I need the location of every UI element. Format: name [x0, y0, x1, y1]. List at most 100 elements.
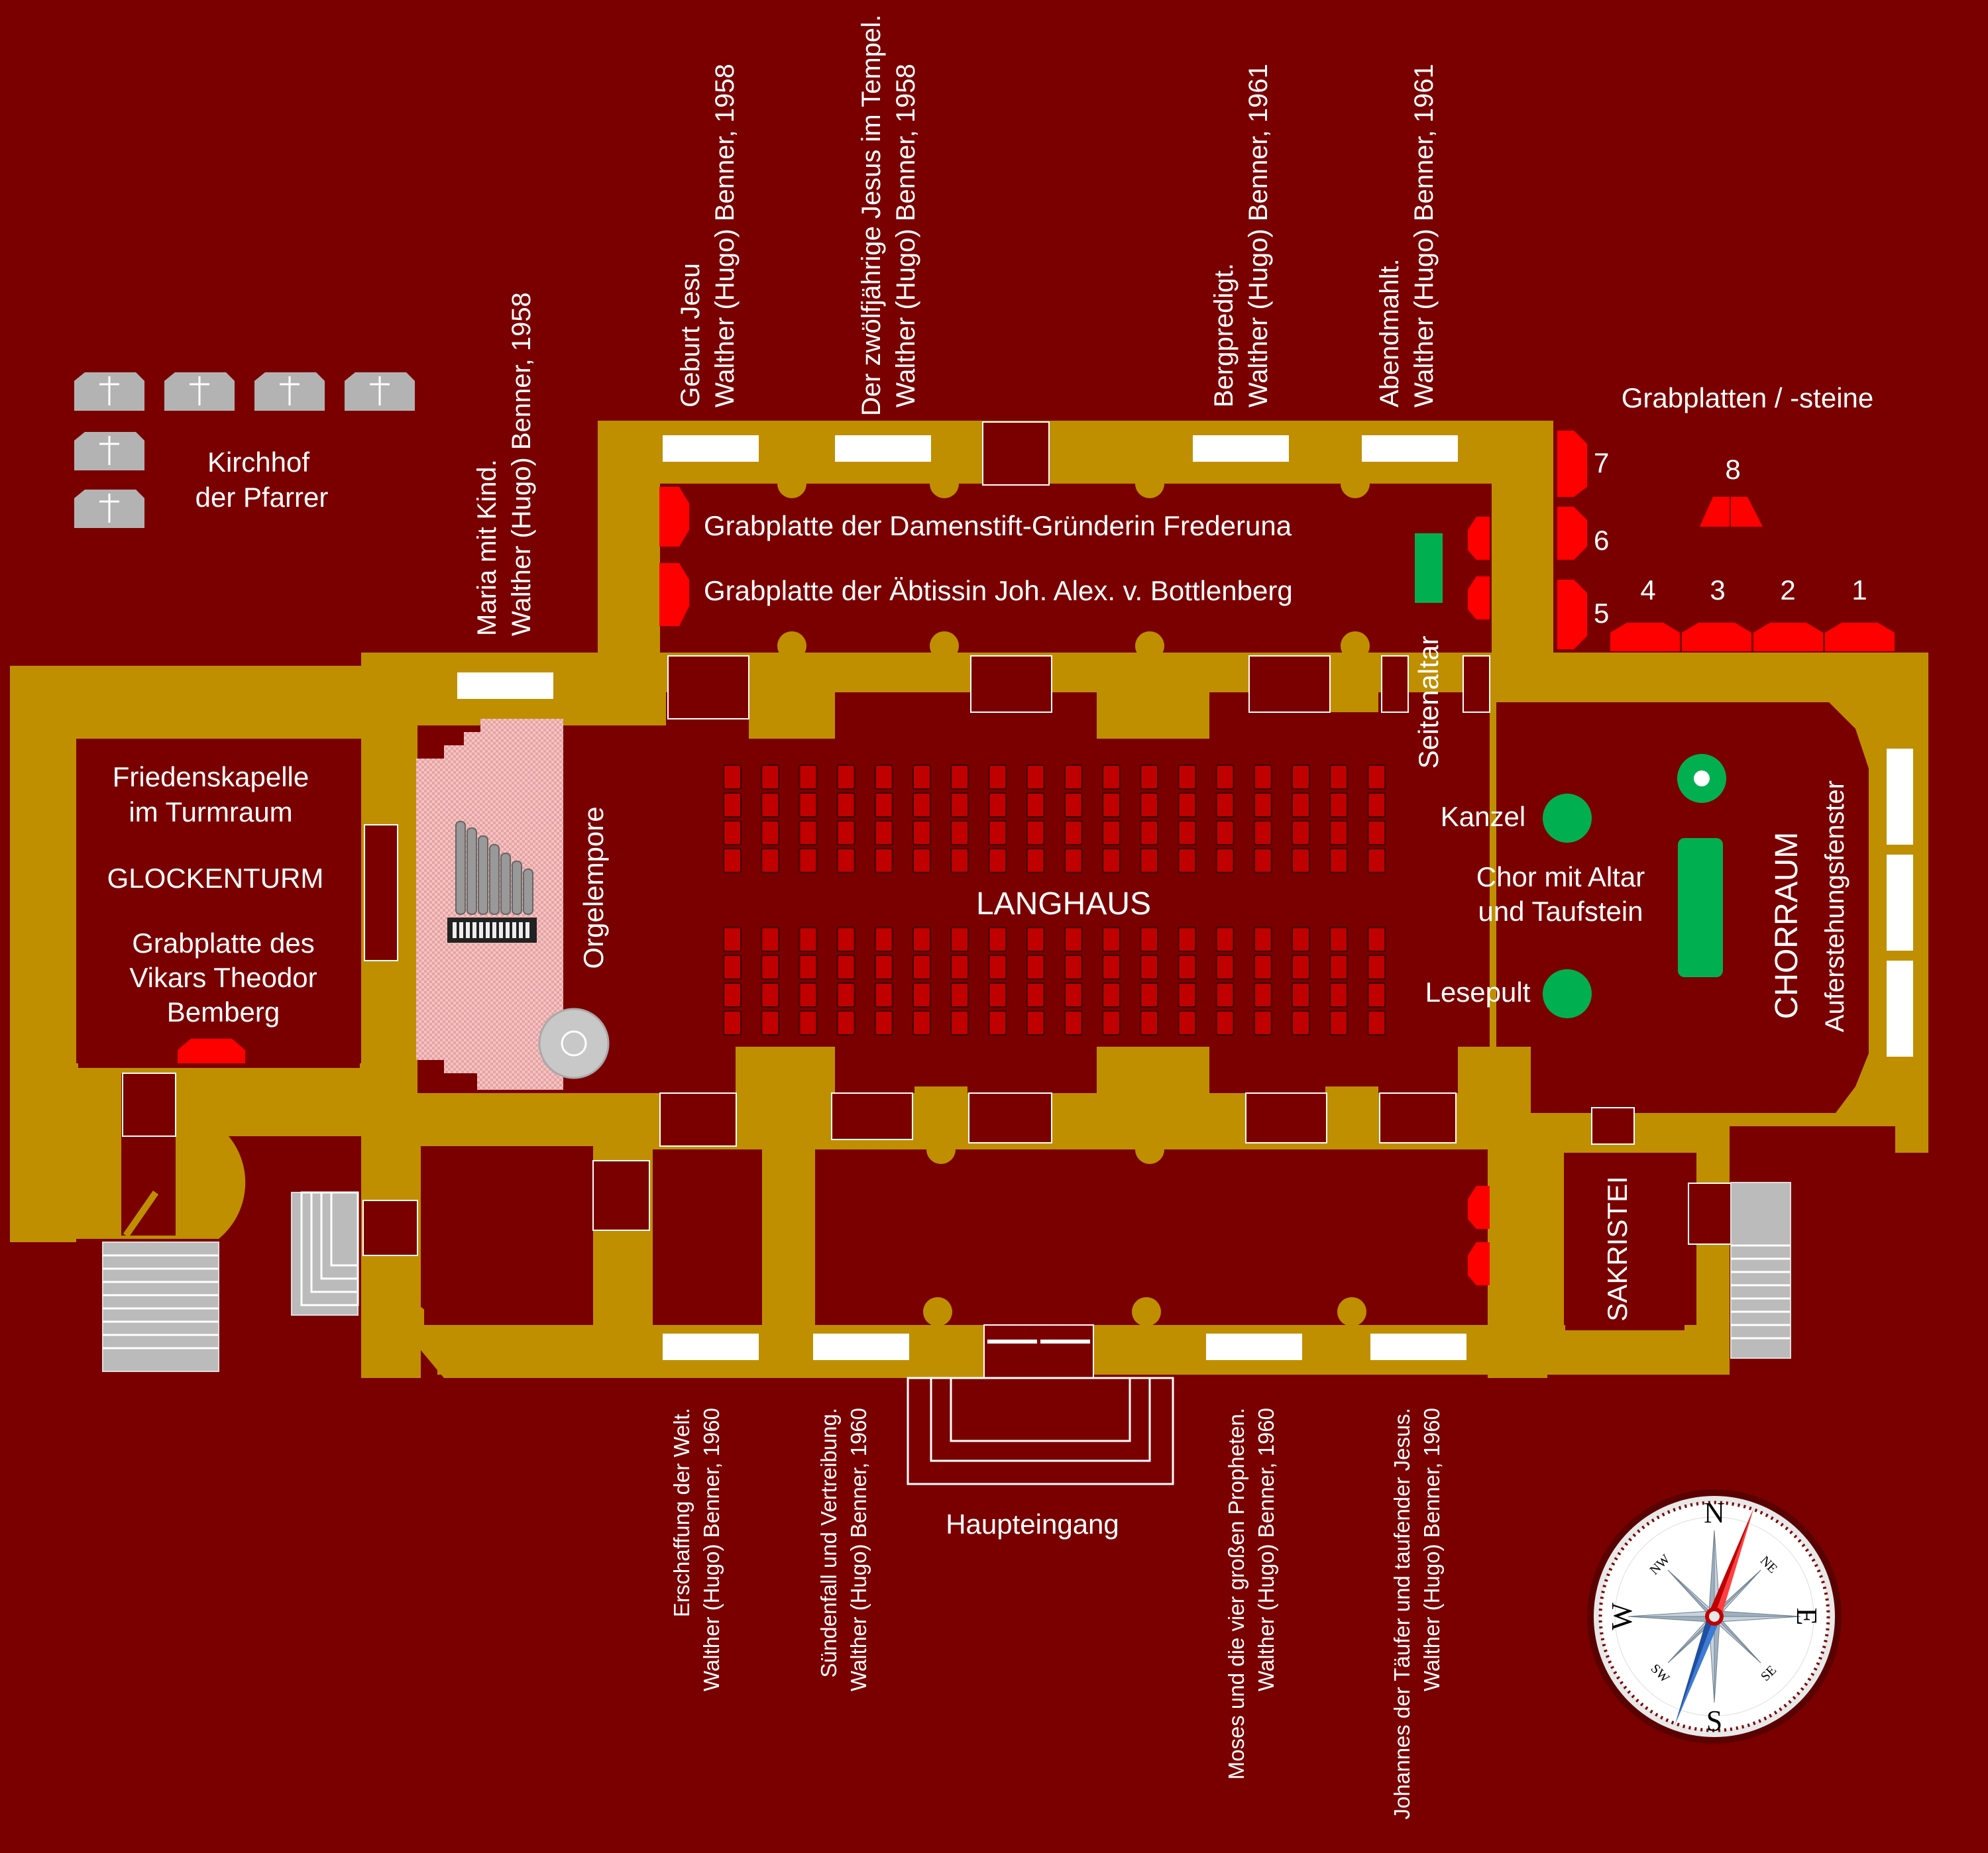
pew-seat	[1367, 1010, 1386, 1035]
pew-seat	[1102, 820, 1121, 845]
pew-seat	[1329, 982, 1349, 1008]
pew-seat	[1026, 792, 1045, 818]
pew-seat	[1215, 820, 1235, 845]
lectern-icon	[1543, 969, 1592, 1018]
pew-seat	[799, 927, 818, 952]
pew-seat	[988, 792, 1007, 818]
pew-seat	[723, 792, 742, 818]
window-caption: Walther (Hugo) Benner, 1960	[846, 1408, 871, 1691]
pew-seat	[1215, 765, 1235, 790]
pew-seat	[912, 792, 931, 818]
organ-icon	[447, 821, 537, 943]
pew-seat	[1215, 927, 1235, 952]
pew-seat	[836, 792, 856, 818]
pew-seat	[1102, 848, 1121, 873]
pew-seat	[761, 792, 780, 818]
chor-label-1: Chor mit Altar	[1476, 861, 1645, 892]
grave-number-label: 1	[1851, 574, 1867, 606]
window	[813, 1334, 909, 1360]
window	[663, 1334, 759, 1360]
pew-seat	[1253, 982, 1272, 1008]
pew-seat	[836, 820, 856, 845]
window-caption: Walther (Hugo) Benner, 1960	[1254, 1408, 1278, 1691]
window-caption: Walther (Hugo) Benner, 1960	[699, 1408, 724, 1691]
pew-seat	[1102, 955, 1121, 980]
gravestone-icon	[74, 490, 144, 528]
frederuna-label: Grabplatte der Damenstift-Gründerin Fred…	[704, 510, 1292, 541]
pew-seat	[912, 848, 931, 873]
pew-seat	[799, 765, 818, 790]
compass-w: W	[1606, 1603, 1638, 1630]
gravestone-icon	[164, 372, 235, 411]
pew-seat	[761, 982, 780, 1008]
pew-seat	[1026, 765, 1045, 790]
pew-seat	[1329, 792, 1349, 818]
pew-seat	[1026, 848, 1045, 873]
pew-seat	[1329, 927, 1349, 952]
window	[1887, 855, 1913, 951]
pew-seat	[1178, 927, 1197, 952]
window	[1206, 1334, 1302, 1360]
bottlenberg-label: Grabplatte der Äbtissin Joh. Alex. v. Bo…	[704, 575, 1293, 606]
pew-seat	[1026, 820, 1045, 845]
pew-seat	[912, 765, 931, 790]
auferstehungsfenster-label: Auferstehungsfenster	[1820, 780, 1850, 1032]
gravestone-icon	[74, 432, 144, 470]
column-icon	[538, 1008, 610, 1079]
side-altar-icon	[1415, 533, 1443, 603]
pew-seat	[988, 982, 1007, 1008]
pew-seat	[836, 765, 856, 790]
vikar-label-2: Vikars Theodor	[129, 962, 317, 993]
pew-seat	[1329, 765, 1349, 790]
pew-seat	[799, 792, 818, 818]
window	[1887, 961, 1913, 1057]
pew-seat	[799, 820, 818, 845]
pew-seat	[1102, 792, 1121, 818]
pew-seat	[1367, 765, 1386, 790]
pew-seat	[761, 1010, 780, 1035]
pew-seat	[1215, 1010, 1235, 1035]
window	[1193, 435, 1289, 462]
window-caption: Walther (Hugo) Benner, 1958	[710, 64, 740, 407]
pew-seat	[988, 848, 1007, 873]
pew-seat	[1292, 927, 1310, 952]
window-caption: Walther (Hugo) Benner, 1960	[1419, 1408, 1444, 1691]
pew-seat	[1064, 765, 1083, 790]
window-caption: Moses und die vier großen Propheten.	[1224, 1408, 1248, 1779]
pew-seat	[1102, 927, 1121, 952]
pew-seat	[912, 955, 931, 980]
window	[1887, 749, 1913, 845]
compass-s: S	[1706, 1705, 1722, 1737]
pew-seat	[1329, 820, 1349, 845]
pew-seat	[799, 982, 818, 1008]
window-caption: Der zwölfjährige Jesus im Tempel.	[857, 15, 886, 416]
pew-seat	[1178, 820, 1197, 845]
pew-seat	[1292, 955, 1310, 980]
pew-seat	[950, 927, 969, 952]
pew-seat	[1064, 820, 1083, 845]
organ-loft	[416, 719, 610, 1090]
pew-seat	[1178, 848, 1197, 873]
pew-seat	[874, 848, 893, 873]
pew-seat	[912, 982, 931, 1008]
haupteingang-label: Haupteingang	[946, 1509, 1119, 1540]
pew-seat	[1253, 927, 1272, 952]
pew-seat	[1178, 982, 1197, 1008]
grave-number-label: 8	[1725, 454, 1740, 485]
labels: Kirchhof der Pfarrer Friedenskapelle im …	[107, 15, 1874, 1819]
pew-seat	[1253, 820, 1272, 845]
pew-seat	[1026, 982, 1045, 1008]
langhaus-label: LANGHAUS	[976, 886, 1151, 922]
pew-seat	[874, 927, 893, 952]
pew-seat	[1329, 1010, 1349, 1035]
grave-number-label: 3	[1710, 574, 1725, 606]
pew-seat	[1064, 927, 1083, 952]
window-caption: Walther (Hugo) Benner, 1961	[1409, 64, 1439, 407]
pew-seat	[1367, 848, 1386, 873]
window	[1362, 435, 1458, 462]
pew-seat	[1178, 765, 1197, 790]
pew-seat	[988, 1010, 1007, 1035]
pew-seat	[761, 955, 780, 980]
pew-seat	[1140, 927, 1159, 952]
